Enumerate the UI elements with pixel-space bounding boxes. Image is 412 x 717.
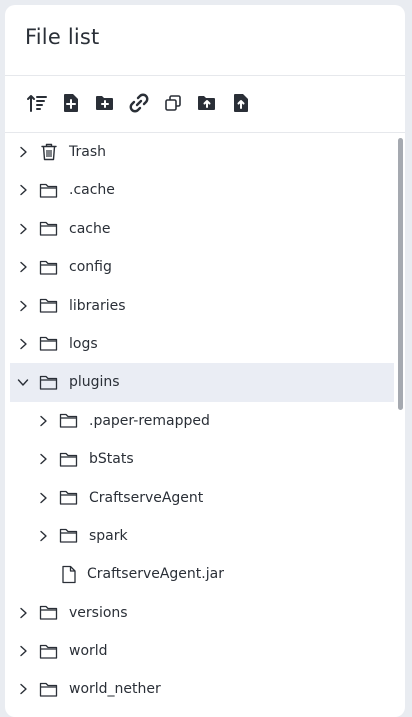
folder-row[interactable]: world [10,632,394,670]
chevron-right-icon[interactable] [36,517,50,555]
folder-row[interactable]: CraftserveAgent [10,479,394,517]
folder-row[interactable]: spark [10,517,394,555]
folder-icon [37,171,61,209]
folder-row[interactable]: config [10,248,394,286]
folder-name: world [69,643,108,660]
folder-name: plugins [69,374,120,391]
folder-icon [37,632,61,670]
folder-icon [37,210,61,248]
new-file-icon [64,94,78,112]
divider [5,75,405,76]
folder-icon [37,670,61,708]
folder-row[interactable]: bStats [10,440,394,478]
new-file-button[interactable] [59,91,83,115]
upload-file-button[interactable] [229,91,253,115]
chevron-down-icon[interactable] [16,363,30,401]
folder-name: cache [69,220,111,237]
folder-name: world_nether [69,681,161,698]
folder-name: logs [69,335,98,352]
copy-button[interactable] [161,91,185,115]
folder-name: CraftserveAgent [89,489,204,506]
chevron-right-icon[interactable] [16,210,30,248]
upload-folder-button[interactable] [195,91,219,115]
sort-icon [27,95,47,112]
file-icon [57,555,81,593]
new-folder-button[interactable] [93,91,117,115]
folder-icon [37,248,61,286]
file-toolbar [25,91,263,115]
vertical-scrollbar[interactable] [398,138,403,410]
divider [5,132,405,133]
chevron-right-icon[interactable] [36,479,50,517]
file-tree: Trash .cache cache config libraries logs plugi… [10,133,394,709]
folder-name: versions [69,604,128,621]
folder-name: libraries [69,297,126,314]
folder-row[interactable]: .paper-remapped [10,402,394,440]
folder-icon [37,594,61,632]
folder-name: .paper-remapped [89,412,210,429]
chevron-right-icon[interactable] [36,402,50,440]
trash-icon [37,133,61,171]
folder-icon [37,287,61,325]
chevron-right-icon[interactable] [16,632,30,670]
chevron-right-icon[interactable] [16,133,30,171]
folder-name: Trash [69,144,106,160]
folder-name: .cache [69,182,115,199]
folder-icon [57,479,81,517]
link-icon [129,93,149,113]
folder-row[interactable]: cache [10,210,394,248]
chevron-right-icon[interactable] [16,594,30,632]
new-folder-icon [96,96,113,110]
copy-icon [165,95,181,111]
chevron-right-icon[interactable] [16,248,30,286]
sort-button[interactable] [25,91,49,115]
folder-icon [37,325,61,363]
folder-row[interactable]: plugins [10,363,394,402]
chevron-right-icon[interactable] [16,171,30,209]
folder-name: spark [89,527,128,544]
folder-icon [57,517,81,555]
folder-name: config [69,259,112,276]
folder-row[interactable]: Trash [10,133,394,171]
folder-row[interactable]: libraries [10,287,394,325]
link-button[interactable] [127,91,151,115]
folder-row[interactable]: versions [10,594,394,632]
folder-name: bStats [89,451,134,468]
file-list-panel: File list [5,5,405,717]
folder-row[interactable]: world_nether [10,670,394,708]
folder-icon [37,363,61,401]
file-name: CraftserveAgent.jar [87,566,224,583]
chevron-right-icon[interactable] [16,325,30,363]
chevron-right-icon[interactable] [16,287,30,325]
folder-icon [57,402,81,440]
chevron-right-icon[interactable] [16,670,30,708]
folder-icon [57,440,81,478]
chevron-right-icon[interactable] [36,440,50,478]
folder-row[interactable]: logs [10,325,394,363]
file-row[interactable]: CraftserveAgent.jar [10,555,394,593]
panel-title: File list [25,25,100,49]
folder-row[interactable]: .cache [10,171,394,209]
upload-folder-icon [198,96,215,110]
upload-file-icon [234,94,248,112]
